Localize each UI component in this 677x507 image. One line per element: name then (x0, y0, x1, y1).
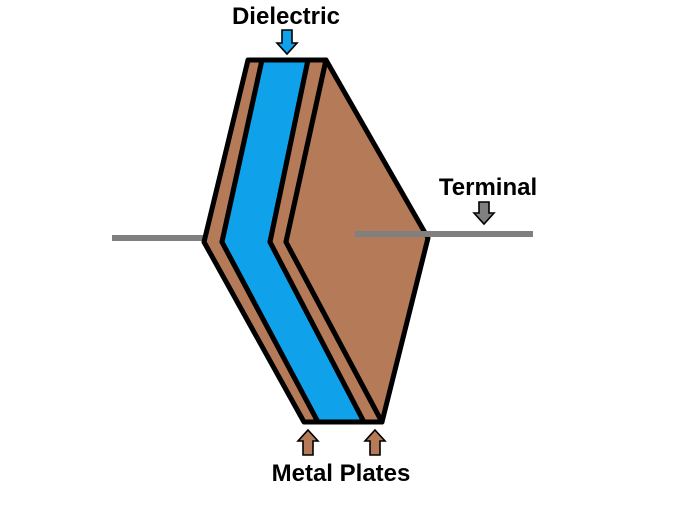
metal-plate-right (283, 57, 431, 425)
metal-plate-left-arrow-icon (296, 428, 320, 456)
terminal-label: Terminal (439, 174, 537, 201)
metal-plates-label: Metal Plates (272, 460, 411, 487)
terminal-arrow-icon (472, 201, 496, 226)
dielectric-arrow-icon (275, 29, 299, 56)
metal-plate-right-arrow-icon (363, 428, 387, 456)
dielectric-label: Dielectric (232, 3, 340, 30)
